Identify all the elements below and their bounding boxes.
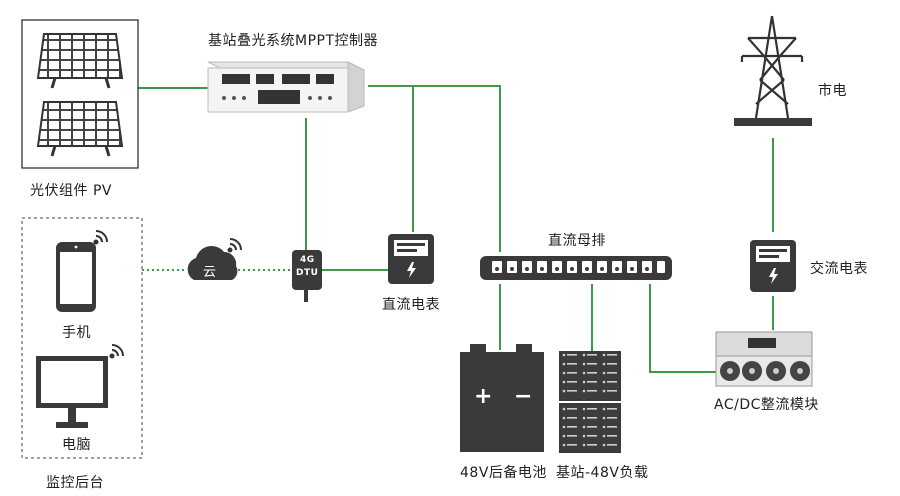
pv-frame xyxy=(21,19,139,169)
ac-meter-label: 交流电表 xyxy=(810,261,868,277)
solar-panel-icon xyxy=(36,101,124,157)
monitoring-platform-group xyxy=(21,217,143,459)
wifi-signal-icon xyxy=(109,344,124,359)
rectifier-device xyxy=(715,331,813,387)
dc-busbar-label: 直流母排 xyxy=(548,233,606,249)
solar-panel-icon xyxy=(36,33,124,89)
controller-label: 基站叠光系统MPPT控制器 xyxy=(208,33,379,49)
computer-monitor-icon xyxy=(36,356,108,428)
battery-device xyxy=(460,344,544,452)
dc-busbar-device xyxy=(480,256,672,280)
dc-meter-label: 直流电表 xyxy=(382,297,440,313)
pv-module-group xyxy=(21,19,139,169)
ac-meter-device xyxy=(750,240,796,292)
smartphone-icon xyxy=(56,242,96,312)
phone-label: 手机 xyxy=(62,325,91,341)
computer-label: 电脑 xyxy=(62,437,91,453)
battery-label: 48V后备电池 xyxy=(460,465,547,481)
cloud-label: 云 xyxy=(203,265,217,280)
grid-label: 市电 xyxy=(818,83,847,99)
line-bus-to-rectifier xyxy=(649,284,716,373)
pv-label: 光伏组件 PV xyxy=(30,183,112,199)
load-label: 基站-48V负载 xyxy=(556,465,649,481)
monitor-platform-label: 监控后台 xyxy=(46,475,104,491)
dtu-device xyxy=(292,250,322,302)
wifi-signal-icon xyxy=(93,230,108,245)
load-rack-device xyxy=(559,351,621,453)
transmission-tower-icon xyxy=(734,15,812,126)
mppt-controller-device xyxy=(207,61,365,113)
connection-lines xyxy=(138,85,774,373)
rectifier-label: AC/DC整流模块 xyxy=(714,397,819,413)
monitoring-frame xyxy=(21,217,143,459)
dtu-label-line1: 4G xyxy=(300,255,315,265)
cloud-icon xyxy=(187,238,242,280)
dc-meter-device xyxy=(388,234,434,284)
line-controller-to-bus xyxy=(368,85,501,252)
battery-minus-sign: − xyxy=(514,384,533,409)
battery-plus-sign: + xyxy=(474,384,493,409)
dtu-label-line2: DTU xyxy=(296,268,319,278)
